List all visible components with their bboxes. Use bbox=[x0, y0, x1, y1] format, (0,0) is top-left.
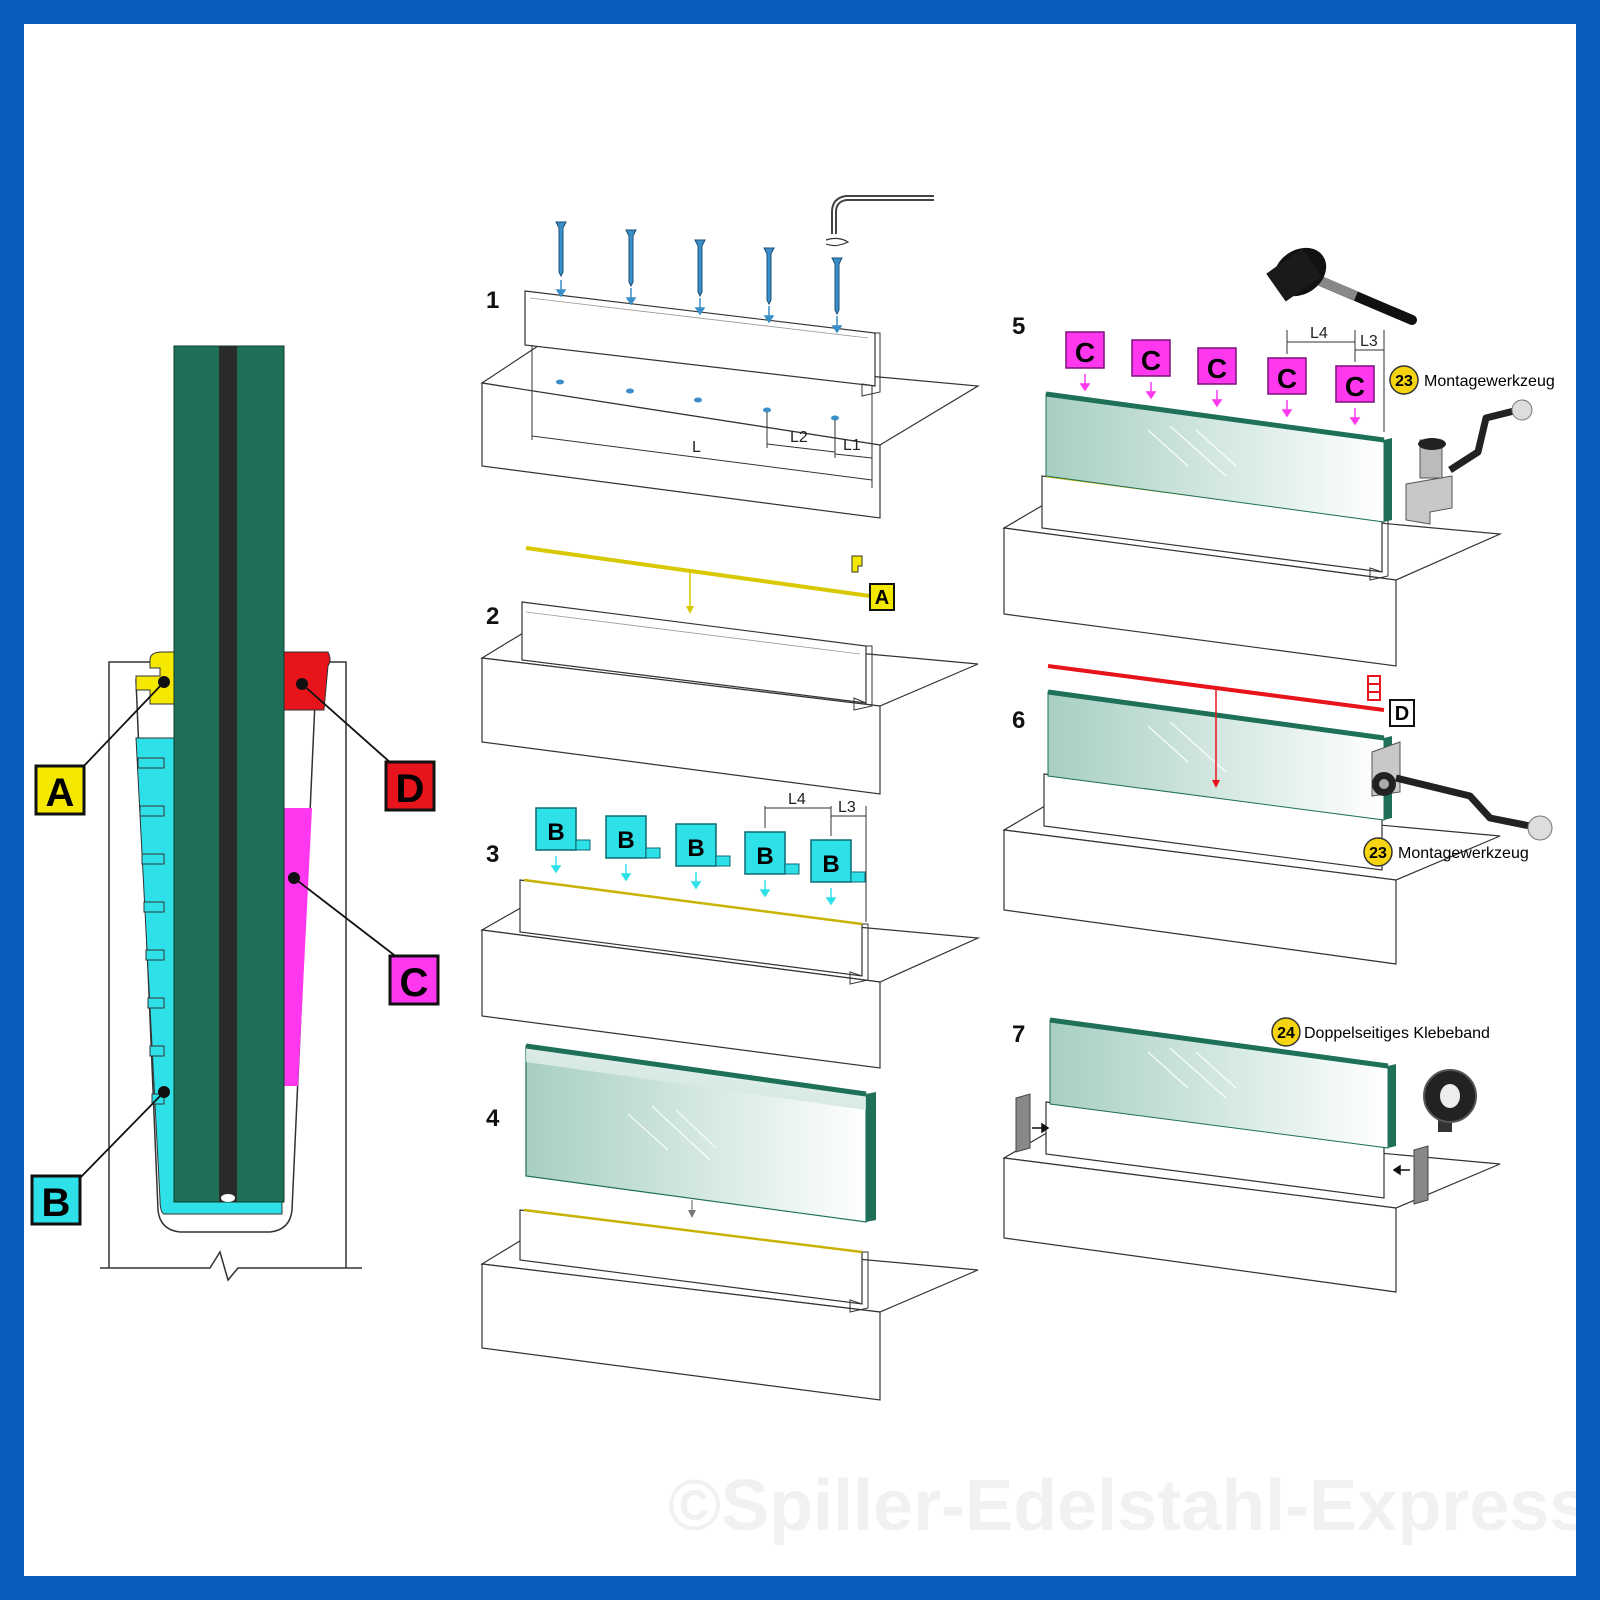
svg-text:C: C bbox=[1141, 345, 1161, 376]
dim-l2: L2 bbox=[790, 429, 808, 446]
step-4: 4 bbox=[480, 1043, 979, 1401]
svg-text:C: C bbox=[1345, 371, 1365, 402]
step-5-number: 5 bbox=[1012, 313, 1025, 340]
step-3: 3 B B B B bbox=[480, 791, 981, 1069]
step-7-number: 7 bbox=[1012, 1021, 1025, 1048]
svg-text:B: B bbox=[822, 851, 839, 878]
shims-b: B B B B B bbox=[535, 807, 866, 883]
svg-text:B: B bbox=[547, 819, 564, 846]
wedges-c: C C C C C bbox=[1065, 331, 1375, 403]
glass-interlayer bbox=[219, 346, 237, 1202]
wedge-c-shape bbox=[282, 808, 312, 1086]
svg-text:24: 24 bbox=[1277, 1025, 1295, 1042]
svg-text:A: A bbox=[46, 771, 75, 815]
diagram-canvas: A B C D 1 bbox=[24, 24, 1589, 1576]
svg-text:C: C bbox=[1277, 363, 1297, 394]
dim-l: L bbox=[692, 439, 701, 456]
dim-l4: L4 bbox=[788, 791, 806, 808]
tag-d: D bbox=[384, 760, 436, 812]
svg-text:C: C bbox=[1075, 337, 1095, 368]
mallet-icon bbox=[1266, 247, 1417, 325]
tape-24-label: 24 Doppelseitiges Klebeband bbox=[1271, 1017, 1490, 1047]
step-1: 1 bbox=[480, 195, 980, 519]
svg-text:C: C bbox=[400, 961, 429, 1005]
tag-a: A bbox=[34, 764, 86, 816]
svg-text:B: B bbox=[687, 835, 704, 862]
svg-text:23: 23 bbox=[1369, 845, 1387, 862]
svg-text:C: C bbox=[1207, 353, 1227, 384]
gasket-a-strip bbox=[525, 546, 871, 598]
watermark: ©Spiller-Edelstahl-Express bbox=[668, 1466, 1576, 1546]
dim-l4-step5: L4 bbox=[1310, 325, 1328, 342]
step-2-number: 2 bbox=[486, 603, 499, 630]
svg-text:Montagewerkzeug: Montagewerkzeug bbox=[1398, 845, 1529, 862]
tag-b: B bbox=[30, 1174, 82, 1226]
step-6: 6 D 23 bbox=[1002, 664, 1553, 965]
svg-text:Montagewerkzeug: Montagewerkzeug bbox=[1424, 373, 1555, 390]
svg-text:B: B bbox=[42, 1181, 71, 1225]
svg-text:D: D bbox=[1395, 703, 1409, 725]
tape-roll-icon bbox=[1423, 1069, 1477, 1132]
step-5: 5 C C C bbox=[1002, 247, 1555, 667]
step-7: 7 24 Doppelsei bbox=[1002, 1017, 1501, 1293]
gasket-a-shape bbox=[135, 651, 177, 705]
step-6-number: 6 bbox=[1012, 707, 1025, 734]
svg-text:D: D bbox=[396, 767, 425, 811]
cross-section: A B C D bbox=[30, 345, 440, 1282]
tag-c: C bbox=[388, 954, 440, 1006]
tool-23-label-step6: 23 Montagewerkzeug bbox=[1363, 837, 1529, 867]
step-2: 2 A bbox=[480, 546, 979, 795]
svg-text:A: A bbox=[875, 587, 889, 609]
svg-text:23: 23 bbox=[1395, 373, 1413, 390]
dim-l3-step5: L3 bbox=[1360, 333, 1378, 350]
svg-text:B: B bbox=[756, 843, 773, 870]
svg-text:Doppelseitiges Klebeband: Doppelseitiges Klebeband bbox=[1304, 1025, 1490, 1042]
svg-text:B: B bbox=[617, 827, 634, 854]
assembly-diagram: A B C D 1 bbox=[30, 195, 1589, 1546]
mount-tool-icon-step6 bbox=[1371, 741, 1553, 841]
tool-23-label-step5: 23 Montagewerkzeug bbox=[1389, 365, 1555, 395]
tag-d-step6: D bbox=[1389, 699, 1415, 727]
tag-a-step2: A bbox=[869, 583, 895, 611]
end-caps bbox=[1015, 1093, 1429, 1205]
dim-l1: L1 bbox=[843, 437, 861, 454]
step-4-number: 4 bbox=[486, 1105, 500, 1132]
screws bbox=[555, 221, 843, 316]
dim-l3: L3 bbox=[838, 799, 856, 816]
step-1-number: 1 bbox=[486, 287, 499, 314]
mount-tool-icon-step5 bbox=[1405, 399, 1533, 525]
step-3-number: 3 bbox=[486, 841, 499, 868]
